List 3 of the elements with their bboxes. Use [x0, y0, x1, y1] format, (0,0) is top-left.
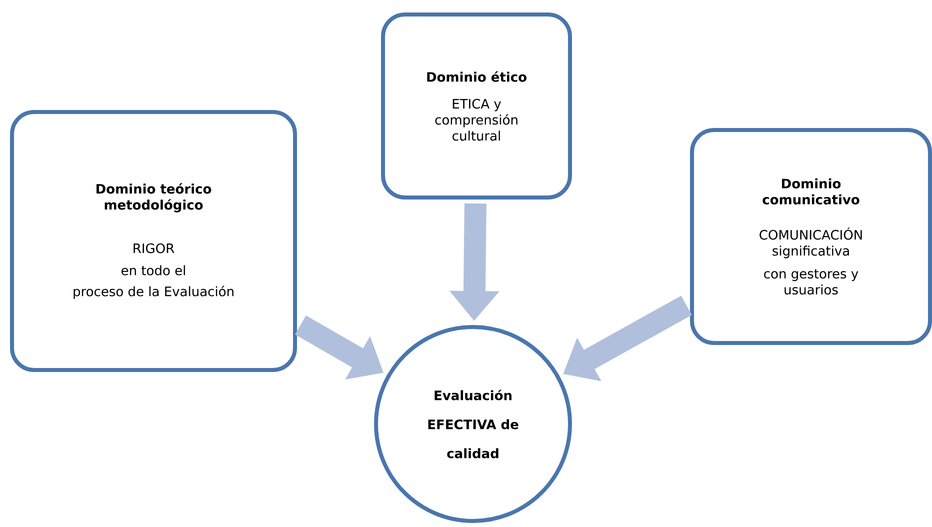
- domain-box: Dominio ético ETICA y comprensión cultural: [381, 12, 572, 200]
- domain-box: Dominio comunicativo COMUNICACIÓN significativa con gestores y usuarios: [690, 128, 932, 345]
- domain-box: Dominio teórico metodológico RIGOR en todo el proceso de la Evaluación: [10, 110, 297, 372]
